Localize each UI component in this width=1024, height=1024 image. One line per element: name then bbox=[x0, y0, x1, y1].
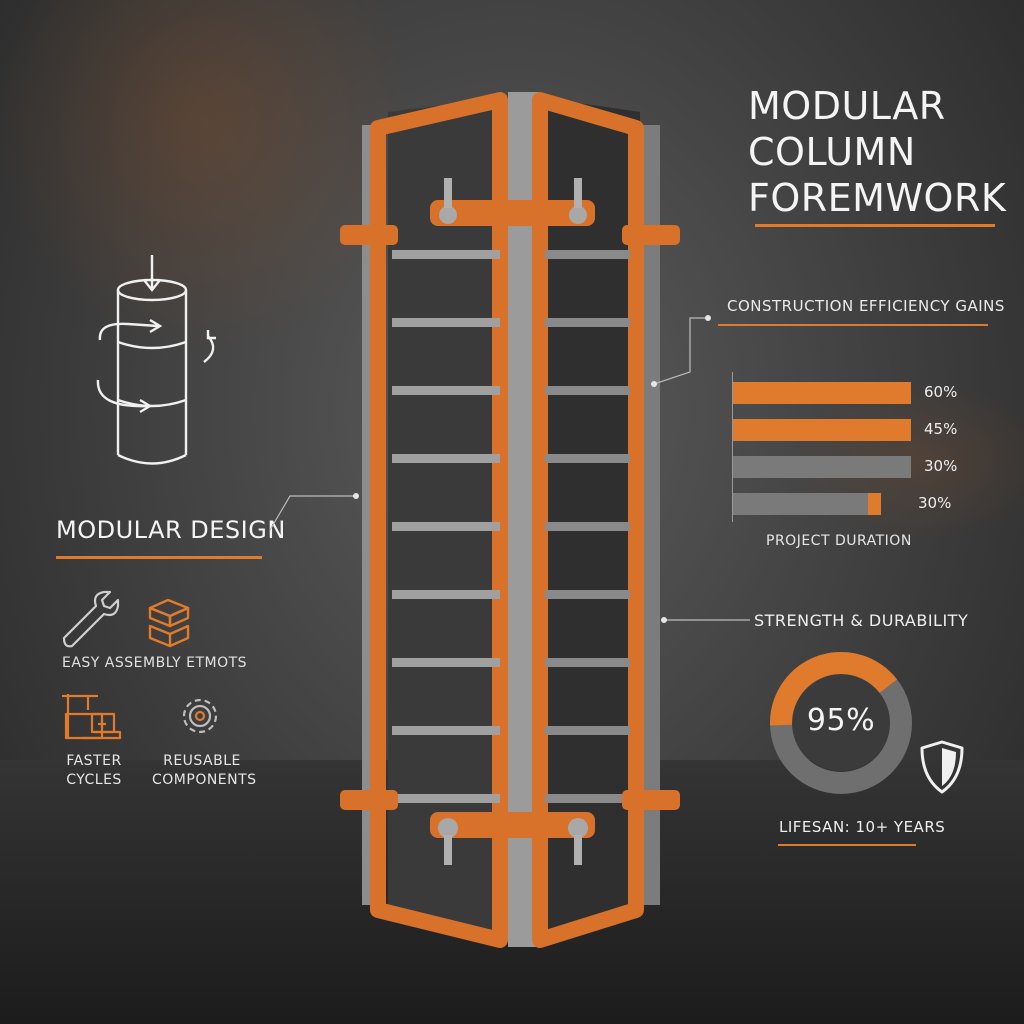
rib bbox=[545, 318, 630, 327]
rib bbox=[392, 250, 500, 259]
rib bbox=[392, 522, 500, 531]
lifespan-underline bbox=[778, 844, 916, 846]
rib bbox=[392, 386, 500, 395]
connector-line-right-top bbox=[651, 315, 711, 387]
rib bbox=[545, 386, 630, 395]
title-underline bbox=[755, 224, 995, 227]
efficiency-bar-label: 30% bbox=[918, 494, 952, 512]
rib bbox=[545, 794, 630, 803]
efficiency-bar bbox=[733, 456, 911, 478]
efficiency-bar-accent bbox=[868, 493, 881, 515]
rib bbox=[545, 250, 630, 259]
shield-icon bbox=[920, 740, 964, 794]
title-line-2: COLUMN bbox=[748, 130, 916, 174]
efficiency-bar-label: 60% bbox=[924, 383, 958, 401]
efficiency-underline bbox=[718, 324, 988, 326]
rib bbox=[392, 318, 500, 327]
efficiency-bar bbox=[733, 419, 911, 441]
connector-line-left bbox=[269, 493, 359, 531]
reusable-components-label: REUSABLE COMPONENTS bbox=[152, 753, 257, 788]
efficiency-axis bbox=[732, 372, 733, 522]
rib bbox=[392, 658, 500, 667]
title-line-3: FOREMWORK bbox=[748, 176, 1007, 220]
crane-factory-icon bbox=[62, 694, 122, 740]
rib bbox=[392, 454, 500, 463]
rib bbox=[392, 794, 500, 803]
rib bbox=[545, 522, 630, 531]
modular-design-heading: MODULAR DESIGN bbox=[56, 516, 286, 544]
strength-heading: STRENGTH & DURABILITY bbox=[754, 611, 969, 630]
efficiency-heading: CONSTRUCTION EFFICIENCY GAINS bbox=[727, 297, 1005, 315]
rib bbox=[392, 590, 500, 599]
wrench-icon bbox=[62, 590, 120, 648]
connector-line-right-bottom bbox=[661, 617, 750, 623]
title-line-1: MODULAR bbox=[748, 84, 946, 128]
efficiency-bar-label: 45% bbox=[924, 420, 958, 438]
rib bbox=[545, 658, 630, 667]
project-duration-label: PROJECT DURATION bbox=[766, 533, 912, 549]
stacked-boxes-icon bbox=[148, 598, 190, 648]
lifespan-label: LIFESAN: 10+ YEARS bbox=[779, 818, 946, 836]
faster-cycles-label: FASTER CYCLES bbox=[66, 753, 122, 788]
efficiency-bar bbox=[733, 493, 868, 515]
durability-donut bbox=[770, 652, 912, 794]
rib bbox=[545, 590, 630, 599]
modular-column-icon bbox=[96, 255, 216, 465]
modular-underline bbox=[56, 556, 262, 559]
rib bbox=[545, 454, 630, 463]
rib bbox=[392, 726, 500, 735]
efficiency-bar-label: 30% bbox=[924, 457, 958, 475]
easy-assembly-label: EASY ASSEMBLY ETMOTS bbox=[62, 655, 248, 671]
gear-icon bbox=[182, 698, 218, 734]
rib bbox=[545, 726, 630, 735]
durability-value: 95% bbox=[806, 703, 876, 738]
efficiency-bar bbox=[733, 382, 911, 404]
